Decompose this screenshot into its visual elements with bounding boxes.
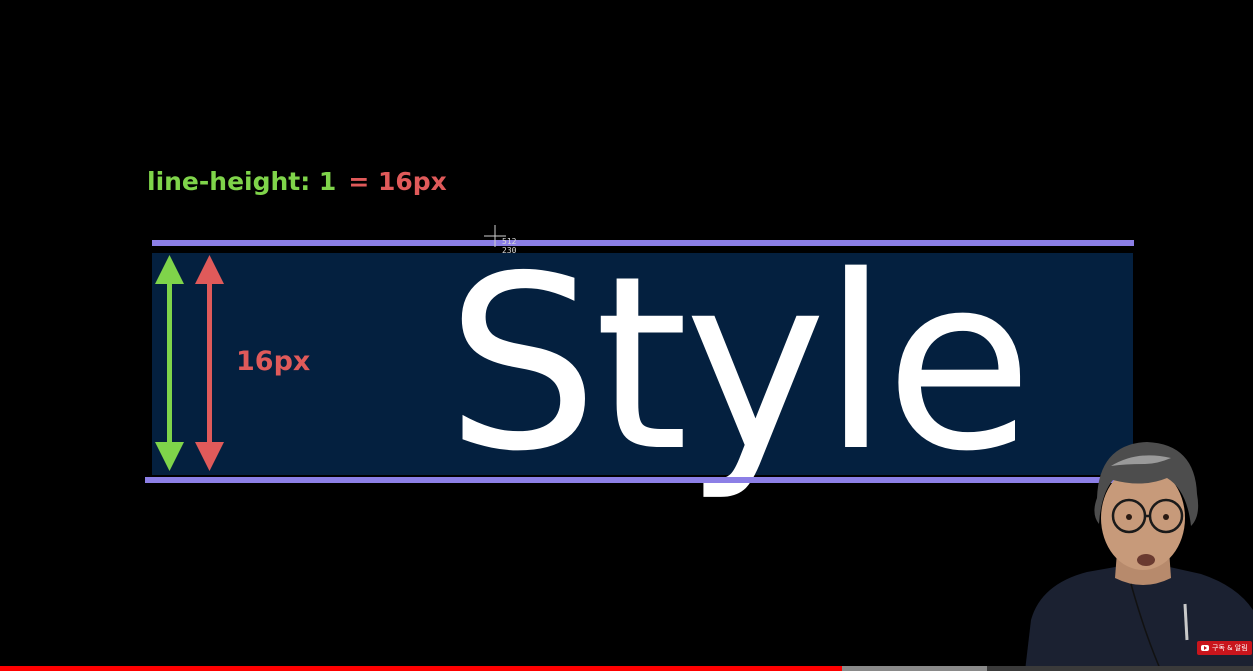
line-box-bottom-guide (145, 477, 1134, 483)
sample-word-style: Style (446, 224, 1033, 504)
presenter-webcam (1025, 442, 1253, 671)
green-double-arrow-icon (155, 255, 184, 471)
text-line-box (152, 253, 1133, 475)
progress-played (0, 666, 843, 671)
crosshair-icon (484, 225, 506, 247)
formula-result: = 16px (348, 167, 447, 196)
formula-property: line-height: 1 (147, 167, 337, 196)
line-height-formula: line-height: 1 = 16px (147, 165, 447, 199)
line-box-top-guide (152, 240, 1134, 246)
height-arrows (155, 255, 224, 471)
subscribe-badge-label: 구독 & 알림 (1212, 644, 1248, 652)
youtube-icon (1201, 645, 1209, 651)
cursor-y-readout: 230 (502, 246, 517, 255)
red-double-arrow-icon (195, 255, 224, 471)
cursor-x-readout: 512 (502, 237, 517, 246)
video-progress-bar[interactable] (0, 666, 1253, 671)
subscribe-notify-badge[interactable]: 구독 & 알림 (1197, 641, 1252, 655)
cursor-coordinates: 512 230 (502, 237, 516, 255)
height-16px-label: 16px (236, 346, 311, 377)
